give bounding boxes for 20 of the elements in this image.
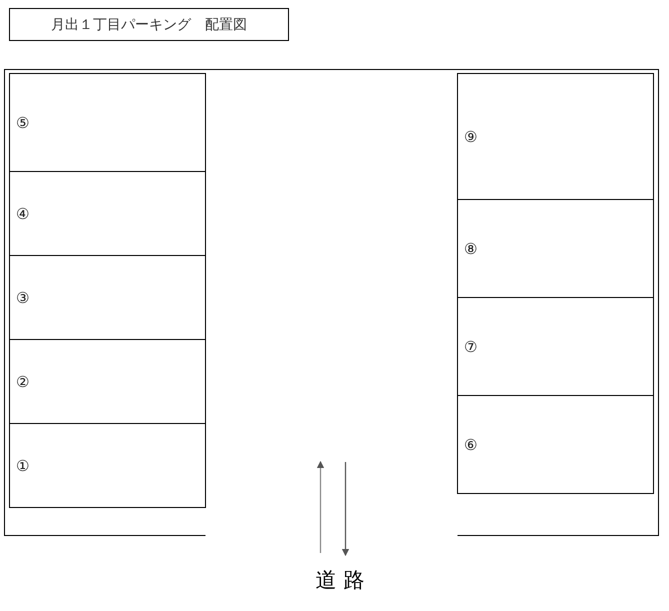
- parking-space: [457, 395, 654, 494]
- space-number: ③: [16, 288, 30, 306]
- space-number: ⑥: [464, 436, 478, 454]
- parking-space: [457, 73, 654, 200]
- space-number: ②: [16, 372, 30, 390]
- space-number: ⑦: [464, 338, 478, 356]
- space-number: ⑤: [16, 114, 30, 132]
- parking-space: [9, 255, 206, 340]
- space-number: ⑨: [464, 128, 478, 146]
- road-label: 道 路: [314, 567, 366, 594]
- parking-space: [457, 297, 654, 396]
- parking-space: [9, 73, 206, 172]
- title: 月出１丁目パーキング 配置図: [9, 8, 289, 41]
- parking-space: [9, 171, 206, 256]
- parking-space: [9, 339, 206, 424]
- parking-space: [9, 423, 206, 508]
- parking-space: [457, 199, 654, 298]
- space-number: ①: [16, 456, 30, 474]
- space-number: ⑧: [464, 240, 478, 258]
- space-number: ④: [16, 204, 30, 222]
